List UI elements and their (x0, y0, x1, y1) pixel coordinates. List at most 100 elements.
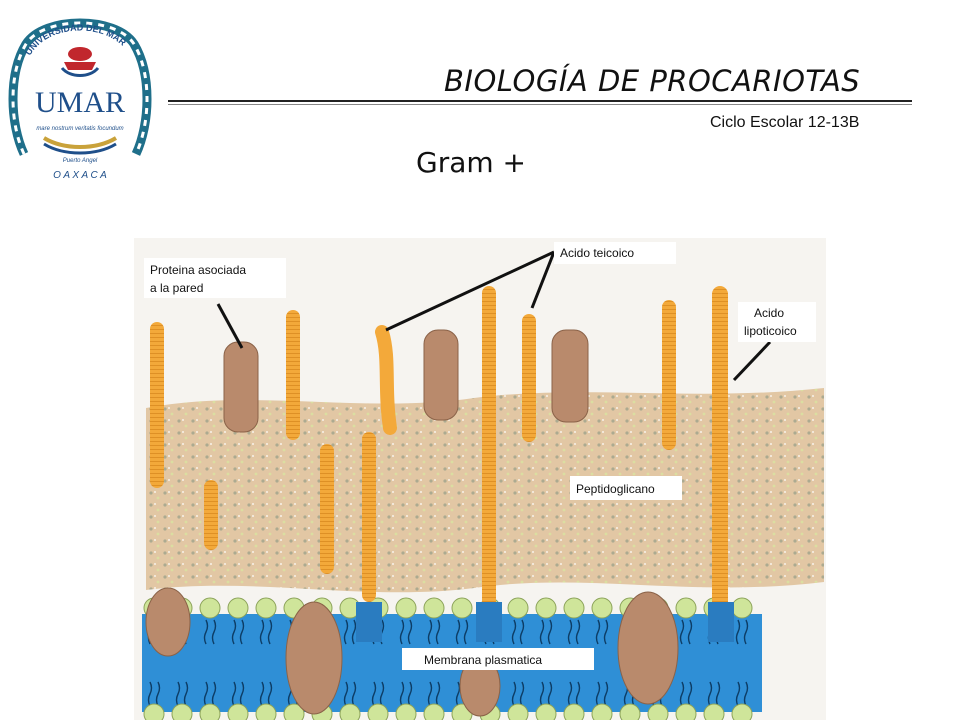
lipid-tail (595, 681, 601, 707)
wall-protein (551, 329, 589, 423)
lipid-tail (155, 681, 161, 707)
lipoteichoic-acid (712, 286, 728, 610)
lipid-tail (455, 681, 461, 707)
teichoic-label: Acido teicoico (560, 246, 634, 260)
lipid-tail (211, 619, 217, 645)
protein-label-line1: Proteina asociada (150, 263, 246, 277)
teichoic-acid-rods (150, 286, 734, 642)
teichoic-label-box (554, 242, 676, 264)
lipid-tail (371, 681, 377, 707)
lipid-head (591, 703, 613, 720)
lipid-head (339, 703, 361, 720)
lipid-tail (267, 681, 273, 707)
teichoic-acid (482, 286, 496, 608)
lipid-head (255, 597, 277, 619)
lipoteichoic-callout-line (732, 340, 772, 382)
lipid-tail (743, 619, 749, 645)
lipid-head (451, 597, 473, 619)
lipid-tail (435, 681, 441, 707)
lipid-head (143, 703, 165, 720)
protein-label-line2: a la pared (150, 281, 203, 295)
lipid-tail (427, 619, 433, 645)
membrane-label-box (402, 648, 594, 670)
lipid-tail (603, 619, 609, 645)
teichoic-acid (204, 480, 218, 550)
university-logo: UNIVERSIDAD DEL MAR UMAR mare nostrum ve… (8, 18, 152, 181)
logo-place: Puerto Angel (63, 158, 98, 164)
teichoic-callout-line (530, 251, 556, 309)
lipid-tail (183, 681, 189, 707)
lipid-tail (715, 681, 721, 707)
lipid-head (563, 597, 585, 619)
lipid-tail (147, 681, 153, 707)
membrane-label: Membrana plasmatica (424, 653, 542, 667)
lipid-head (171, 703, 193, 720)
teichoic-callout-line (385, 250, 555, 332)
lipid-tail (575, 619, 581, 645)
lipid-tail (343, 681, 349, 707)
lipid-tail (595, 619, 601, 645)
logo-motto: mare nostrum veritatis focundum (36, 126, 123, 132)
lipid-tail (267, 619, 273, 645)
lipid-tail (511, 619, 517, 645)
lipoteichoic-anchor (356, 602, 382, 642)
lipid-tail (567, 619, 573, 645)
lipid-tail (567, 681, 573, 707)
lipid-head (731, 597, 753, 619)
lipid-head (227, 703, 249, 720)
teichoic-acid (286, 310, 300, 440)
lipid-tail (379, 681, 385, 707)
lipid-head (199, 597, 221, 619)
protein-label-box (144, 258, 286, 298)
wall-protein (223, 341, 259, 433)
lipid-head (675, 597, 697, 619)
lipid-head (199, 703, 221, 720)
lipid-tail (575, 681, 581, 707)
lipid-tail (687, 619, 693, 645)
slide-heading: Gram + (416, 146, 527, 179)
teichoic-acid (522, 314, 536, 442)
logo-monogram: UMAR (35, 86, 125, 119)
gram-positive-wall-diagram: Proteina asociada a la pared Acido teico… (134, 238, 826, 720)
lipid-head (507, 703, 529, 720)
lipoteichoic-anchor (476, 602, 502, 642)
lipid-tail (511, 681, 517, 707)
membrane-protein (617, 591, 679, 705)
lipid-tail (539, 681, 545, 707)
lipid-tail (351, 619, 357, 645)
lipid-head (647, 703, 669, 720)
lipid-tail (399, 619, 405, 645)
lipid-tail (175, 681, 181, 707)
lipid-tail (231, 619, 237, 645)
teichoic-acid (662, 300, 676, 450)
lipid-tail (407, 619, 413, 645)
lipid-tail (519, 619, 525, 645)
lipid-tail (687, 681, 693, 707)
lipid-head (731, 703, 753, 720)
lipid-head (535, 597, 557, 619)
lipid-tail (231, 681, 237, 707)
membrane-proteins (145, 587, 679, 717)
lipid-tail (259, 619, 265, 645)
lipoteichoic-anchor (708, 602, 734, 642)
lipid-head (591, 597, 613, 619)
lipid-head (395, 703, 417, 720)
lipid-tail (239, 681, 245, 707)
lipoteichoic-acid (362, 432, 376, 602)
lipid-tail (539, 619, 545, 645)
lipid-tail (427, 681, 433, 707)
lipid-tail (259, 681, 265, 707)
lipid-tail (239, 619, 245, 645)
lipid-tail (735, 681, 741, 707)
course-cycle: Ciclo Escolar 12-13B (710, 114, 860, 131)
logo-state: O A X A C A (53, 170, 107, 181)
lipoteichoic-label-line1: Acido (754, 306, 784, 320)
peptidoglycan-label: Peptidoglicano (576, 482, 655, 496)
lipid-tail (547, 619, 553, 645)
wall-protein (423, 329, 459, 421)
lipid-head (507, 597, 529, 619)
lipid-tail (211, 681, 217, 707)
teichoic-acid (320, 444, 334, 574)
membrane-protein (285, 601, 343, 715)
wall-associated-proteins (223, 329, 589, 433)
